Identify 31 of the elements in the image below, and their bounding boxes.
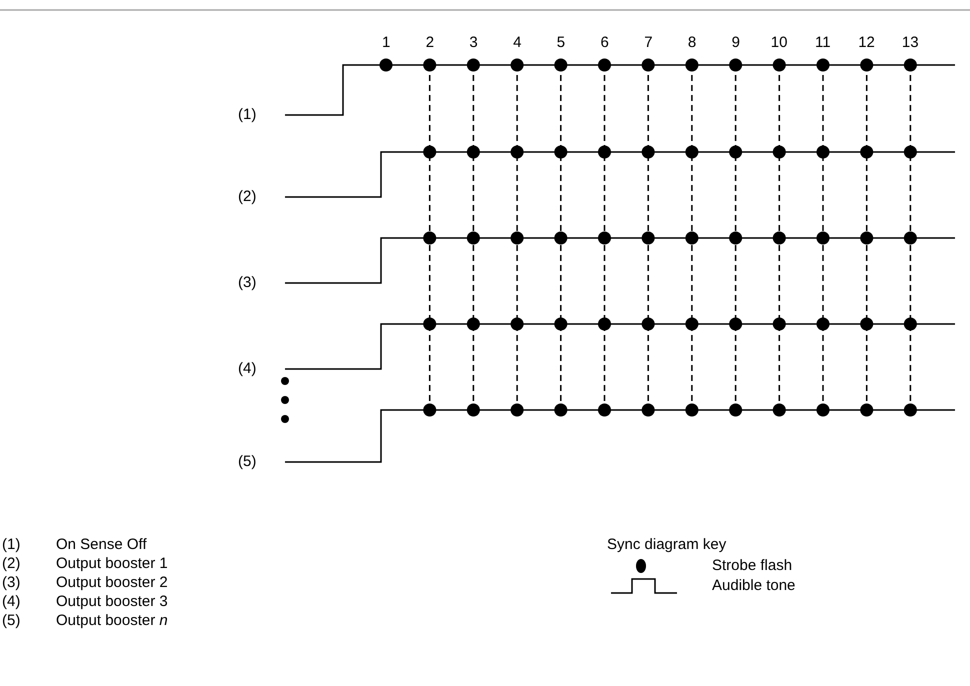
pulse-number: 13: [902, 34, 919, 52]
signal-description: Output booster n: [56, 612, 168, 630]
signal-label: (5): [238, 453, 256, 471]
pulse-number: 1: [382, 34, 390, 52]
signal-number: (3): [2, 574, 20, 592]
signal-number: (1): [2, 536, 20, 554]
signal-number: (2): [2, 555, 20, 573]
pulse-number: 2: [426, 34, 434, 52]
signal-number: (5): [2, 612, 20, 630]
legend-label: Strobe flash: [712, 557, 792, 575]
pulse-number: 9: [732, 34, 740, 52]
pulse-number: 12: [858, 34, 875, 52]
signal-description: On Sense Off: [56, 536, 147, 554]
signal-description: Output booster 2: [56, 574, 168, 592]
signal-label: (3): [238, 274, 256, 292]
signal-label: (2): [238, 188, 256, 206]
pulse-number: 11: [815, 34, 831, 52]
pulse-number: 7: [644, 34, 653, 52]
signal-description: Output booster 3: [56, 593, 168, 611]
pulse-number: 8: [688, 34, 696, 52]
signal-description: Output booster 1: [56, 555, 168, 573]
legend-title: Sync diagram key: [607, 536, 726, 554]
pulse-number: 6: [600, 34, 609, 52]
signal-label: (4): [238, 360, 256, 378]
pulse-number: 10: [770, 34, 788, 52]
signal-number: (4): [2, 593, 20, 611]
pulse-number: 5: [556, 34, 566, 52]
signal-label: (1): [238, 106, 256, 124]
pulse-number: 4: [513, 34, 522, 52]
legend-label: Audible tone: [712, 577, 796, 595]
pulse-number: 3: [469, 34, 478, 52]
